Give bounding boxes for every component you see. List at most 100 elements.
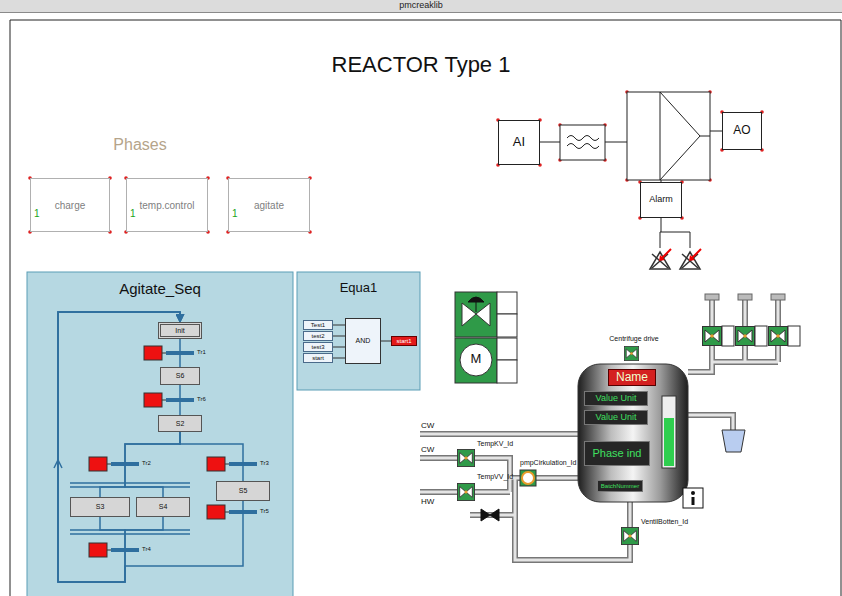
status-box: [497, 338, 517, 360]
node-text: Value Unit: [596, 413, 637, 423]
manual-valve: [481, 509, 499, 521]
sequence-link: [58, 312, 243, 582]
sequence-panel: [27, 272, 293, 596]
node-text: Name: [616, 371, 648, 384]
pipe: [420, 300, 778, 560]
and-gate: AND: [345, 318, 381, 364]
diagram-title: REACTOR Type 1: [0, 52, 842, 77]
program-panel: Agitate_SeqInitS6S2S3 S4 S5: [27, 272, 293, 596]
node-text: Equa1: [297, 281, 420, 295]
sequence-link: [58, 312, 180, 582]
output-pin: start1: [391, 336, 417, 346]
motor-letter: M: [471, 352, 482, 367]
signal-link: [333, 358, 345, 359]
transition-name: Tr6: [197, 396, 206, 403]
phase-count: 1: [130, 208, 136, 219]
status-box: [788, 326, 800, 346]
phase-block: temp.control1: [126, 178, 208, 232]
sequence-link: [179, 385, 181, 415]
status-box: [497, 314, 517, 337]
transition-name: Tr1: [197, 349, 206, 356]
reactor-vessel: [578, 364, 688, 502]
value-display: Value Unit: [584, 410, 648, 425]
parallel-bars: [70, 483, 190, 534]
value-display: BatchNummer: [597, 480, 643, 492]
pump-symbol: [520, 470, 536, 486]
medium-name: HW: [421, 497, 434, 506]
section-heading: Phases: [113, 136, 166, 154]
status-box: [497, 292, 517, 314]
node-text: S3: [96, 503, 105, 511]
node-text: pmcreaklib: [399, 1, 443, 11]
valve-symbol: [736, 327, 755, 346]
info-stem: [692, 497, 695, 505]
input-pin: start: [303, 353, 333, 363]
status-box: [497, 360, 517, 383]
fan-cap: [468, 297, 484, 312]
pipe-outline: [420, 300, 778, 560]
input-pin: test3: [303, 342, 333, 352]
grafcet-step: S3: [70, 497, 130, 517]
function-block: AI: [498, 120, 540, 165]
node-text: S6: [176, 372, 185, 380]
level-fill: [664, 418, 674, 466]
grafcet-step: S4: [136, 497, 190, 517]
signal-link: [381, 341, 391, 342]
filter-block: [560, 125, 605, 160]
grafcet-step: S2: [158, 415, 202, 432]
status-box: [722, 326, 734, 346]
transition-name: Tr4: [142, 546, 151, 553]
node-text: start1: [396, 338, 411, 345]
valve-symbol: [621, 527, 638, 544]
node-text: BatchNummer: [601, 483, 639, 490]
name-display: Name: [608, 369, 656, 386]
node-text: agitate: [254, 200, 284, 211]
object-name: Centrifuge drive: [609, 335, 658, 343]
node-text: test2: [311, 333, 324, 340]
sequence-link: [180, 432, 243, 481]
object-name: TempKV_Id: [477, 440, 513, 448]
node-text: Test1: [311, 322, 325, 329]
sequence-link: [179, 339, 181, 367]
node-text: AI: [513, 135, 525, 149]
node-text: S5: [239, 487, 248, 495]
transition-bars: [89, 346, 257, 557]
node-text: S4: [159, 503, 168, 511]
node-text: AND: [356, 337, 371, 345]
node-text: Phase ind: [593, 447, 642, 459]
motor-symbol: [455, 338, 497, 383]
input-pin: test2: [303, 331, 333, 341]
value-display: Phase ind: [584, 441, 650, 466]
signal-link: [333, 347, 345, 348]
object-name: VentilBotten_Id: [641, 518, 688, 526]
node-text: Value Unit: [596, 394, 637, 404]
node-text: AO: [733, 124, 750, 137]
object-name: TempVV_Id: [477, 473, 513, 481]
phase-count: 1: [34, 208, 40, 219]
grafcet-step: S5: [216, 481, 270, 501]
phase-count: 1: [232, 208, 238, 219]
signal-wire: [540, 131, 722, 248]
node-text: charge: [55, 200, 86, 211]
info-dot: [691, 491, 695, 495]
motor-circle: [460, 344, 492, 376]
valve-symbol: [769, 327, 788, 346]
node-text: start: [312, 355, 324, 362]
controller-block: [627, 92, 710, 180]
filter-symbol: [567, 136, 599, 149]
phase-block: charge 1: [30, 178, 110, 232]
sequence-link: [125, 432, 180, 497]
object-name: pmpCirkulation_Id: [520, 459, 576, 467]
node-text: Init: [175, 327, 184, 335]
node-text: Agitate_Seq: [27, 281, 293, 298]
alarm-symbol: [650, 249, 671, 269]
sequence-link: [58, 312, 180, 582]
alarm-symbol: [680, 249, 701, 269]
medium-name: CW: [421, 445, 434, 454]
centrifuge-symbol: [624, 346, 638, 360]
node-text: temp.control: [139, 200, 194, 211]
function-block: AO: [722, 112, 762, 150]
pump-rotor: [522, 472, 534, 484]
phase-block: agitate 1: [228, 178, 310, 232]
bucket-symbol: [722, 430, 745, 452]
